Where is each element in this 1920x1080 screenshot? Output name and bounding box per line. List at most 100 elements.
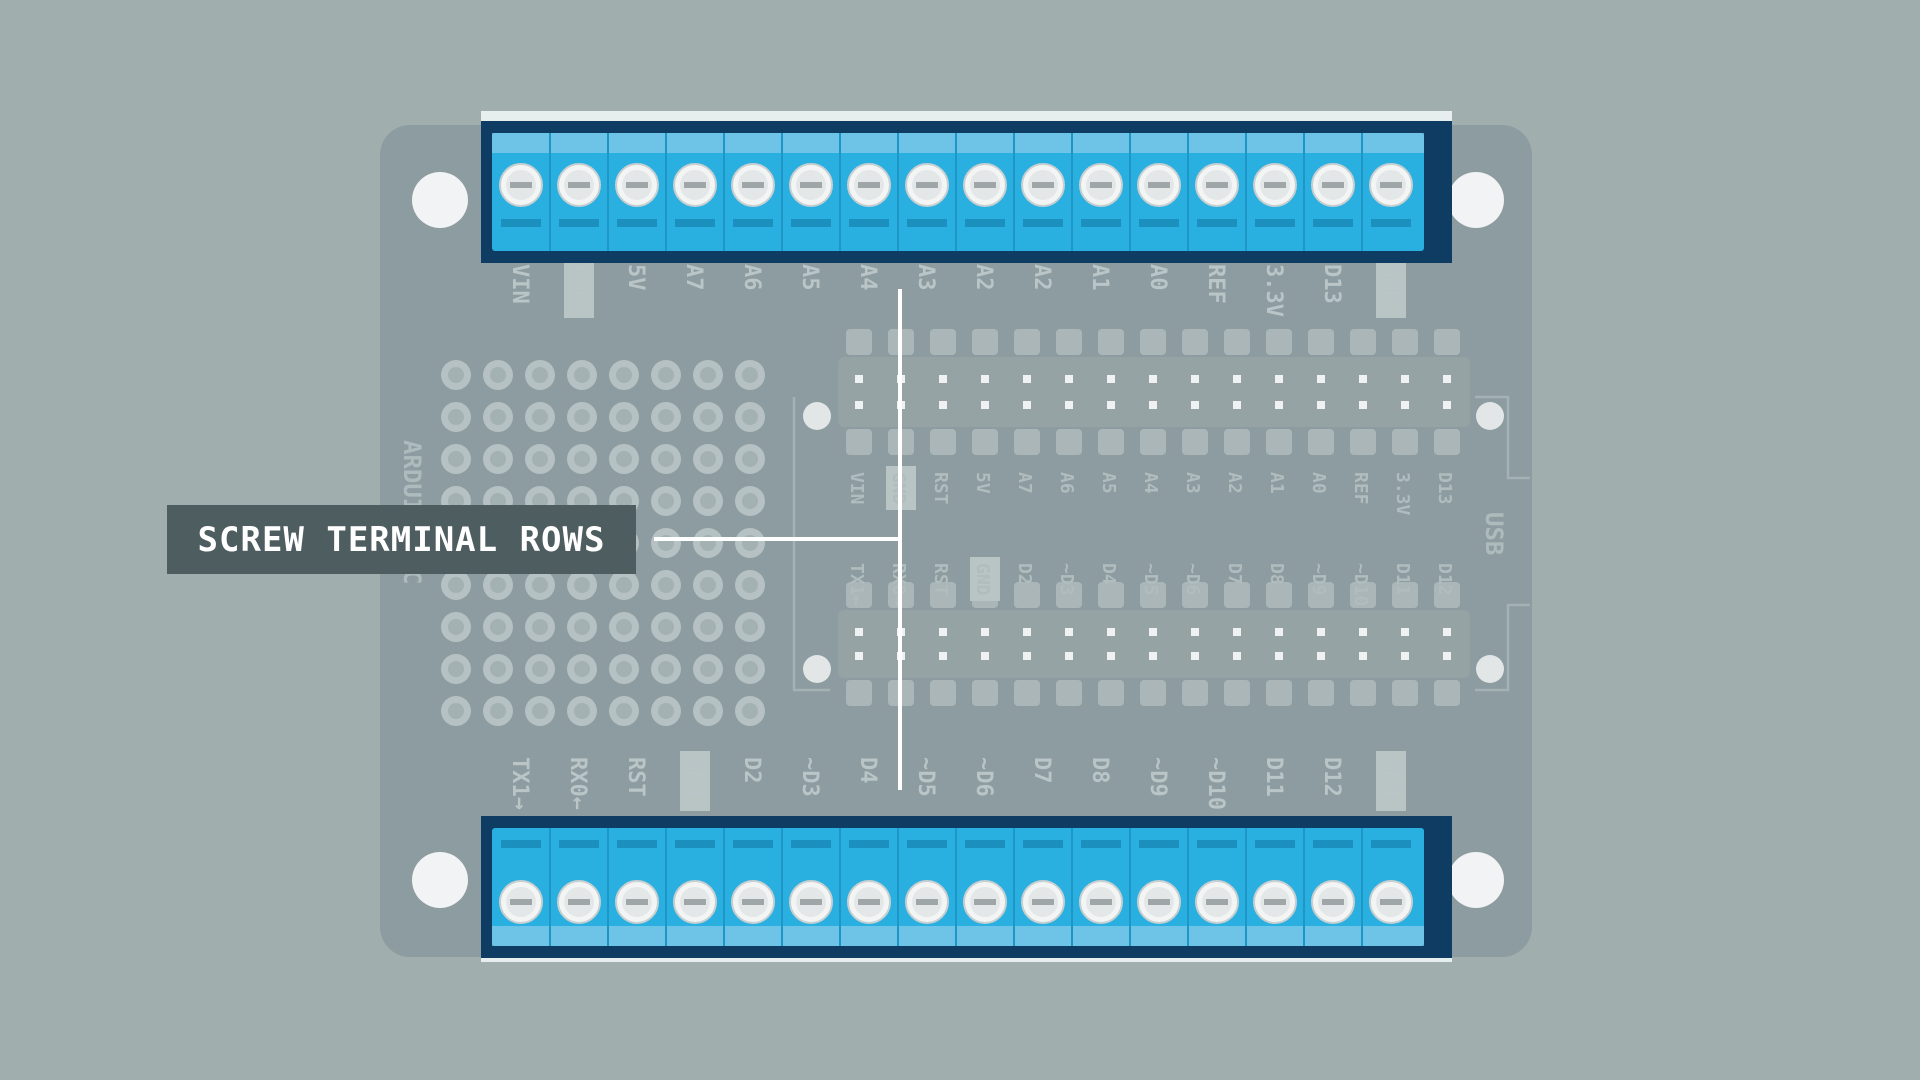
proto-hole <box>651 528 681 558</box>
proto-hole <box>651 444 681 474</box>
header-pin <box>1182 582 1208 706</box>
proto-hole <box>693 612 723 642</box>
proto-hole <box>609 696 639 726</box>
proto-hole <box>609 444 639 474</box>
svg-text:D13: D13 <box>1434 472 1455 505</box>
pin-label: D2 <box>1014 563 1035 585</box>
header-strip-lower <box>838 582 1470 706</box>
svg-text:A2: A2 <box>1224 472 1245 494</box>
pin-label: ~D5 <box>913 757 938 797</box>
terminal-screw <box>723 828 775 946</box>
proto-hole <box>735 696 765 726</box>
proto-hole <box>483 444 513 474</box>
header-pin <box>1014 329 1040 455</box>
svg-text:~D10: ~D10 <box>1350 563 1371 606</box>
svg-text:D8: D8 <box>1266 563 1287 585</box>
svg-text:A3: A3 <box>913 264 938 291</box>
svg-text:REF: REF <box>1203 264 1228 304</box>
pin-label: REF <box>1203 264 1228 304</box>
pin-label: 3.3V <box>1261 264 1286 317</box>
pin-headers <box>838 329 1470 706</box>
header-pin <box>930 329 956 455</box>
header-pin <box>846 329 872 455</box>
pin-label: GND <box>680 751 710 811</box>
svg-text:GND: GND <box>972 563 993 596</box>
header-strip-upper <box>838 329 1470 455</box>
pin-label: A2 <box>1224 472 1245 494</box>
svg-text:D11: D11 <box>1261 757 1286 797</box>
terminal-screw <box>1071 133 1123 251</box>
svg-text:TX1→: TX1→ <box>507 757 532 810</box>
svg-text:D11: D11 <box>1392 563 1413 596</box>
pin-label: ~D5 <box>1140 563 1161 596</box>
pin-label: GND <box>1376 751 1406 811</box>
proto-hole <box>483 612 513 642</box>
proto-hole <box>651 612 681 642</box>
svg-text:A2: A2 <box>971 264 996 291</box>
terminal-screw <box>839 828 891 946</box>
proto-hole <box>525 612 555 642</box>
header-pin <box>1350 329 1376 455</box>
header-pin <box>1140 582 1166 706</box>
header-pin <box>1434 329 1460 455</box>
svg-text:D13: D13 <box>1319 264 1344 304</box>
proto-hole <box>693 444 723 474</box>
terminal-screw <box>1187 828 1239 946</box>
proto-hole <box>525 654 555 684</box>
header-pin <box>1056 582 1082 706</box>
svg-text:D7: D7 <box>1224 563 1245 585</box>
terminal-screw <box>549 828 601 946</box>
svg-text:REF: REF <box>1350 472 1371 505</box>
pin-label: D13 <box>1319 264 1344 304</box>
pin-label: A1 <box>1266 472 1287 494</box>
proto-hole <box>693 360 723 390</box>
header-pin <box>1392 582 1418 706</box>
proto-hole <box>483 402 513 432</box>
pin-label: ~D9 <box>1145 757 1170 797</box>
proto-hole <box>483 570 513 600</box>
svg-text:A5: A5 <box>797 264 822 291</box>
top-screw-terminal-row <box>481 111 1452 263</box>
pin-label: D12 <box>1434 563 1455 596</box>
svg-text:~D6: ~D6 <box>971 757 996 797</box>
proto-hole <box>567 444 597 474</box>
proto-hole <box>441 612 471 642</box>
terminal-screw <box>1129 828 1181 946</box>
proto-hole <box>651 570 681 600</box>
header-pin <box>1224 329 1250 455</box>
pin-label: A6 <box>1056 472 1077 494</box>
proto-hole <box>735 360 765 390</box>
terminal-screw <box>1129 133 1181 251</box>
header-pin <box>1014 582 1040 706</box>
svg-text:A4: A4 <box>1140 472 1161 494</box>
pin-label: 5V <box>623 264 648 291</box>
terminal-screw <box>1245 133 1297 251</box>
header-pin <box>1224 582 1250 706</box>
proto-hole <box>441 402 471 432</box>
header-pin <box>846 582 872 706</box>
proto-hole <box>735 654 765 684</box>
pin-label: TX1← <box>846 563 867 607</box>
proto-hole <box>567 654 597 684</box>
pin-label: TX1→ <box>507 757 532 810</box>
proto-hole <box>483 360 513 390</box>
pin-label: RST <box>623 757 648 797</box>
proto-hole <box>693 696 723 726</box>
svg-text:A2: A2 <box>1029 264 1054 291</box>
svg-text:A0: A0 <box>1145 264 1170 291</box>
svg-text:~D5: ~D5 <box>913 757 938 797</box>
svg-text:3.3V: 3.3V <box>1261 264 1286 317</box>
header-pin <box>1266 582 1292 706</box>
proto-hole <box>567 402 597 432</box>
pin-label: A7 <box>1014 472 1035 494</box>
proto-hole <box>609 570 639 600</box>
svg-text:D8: D8 <box>1087 757 1112 784</box>
proto-hole <box>441 360 471 390</box>
proto-hole <box>651 696 681 726</box>
callout-box: SCREW TERMINAL ROWS <box>167 505 636 574</box>
terminal-screw <box>1071 828 1123 946</box>
